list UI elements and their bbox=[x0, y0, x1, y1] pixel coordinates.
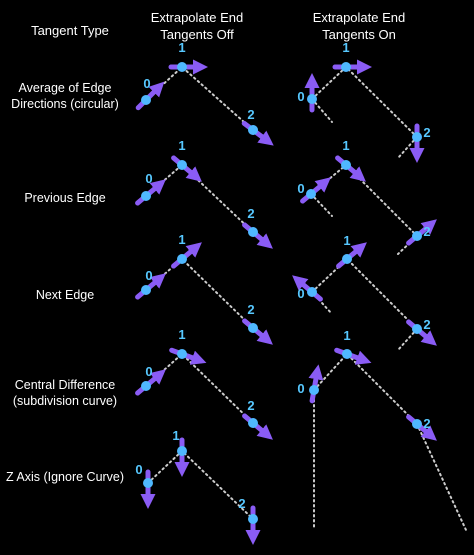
header-extrapolate-on: Extrapolate End Tangents On bbox=[312, 10, 406, 42]
curve-point-central-on-1 bbox=[342, 349, 352, 359]
curve-z-off bbox=[147, 449, 254, 520]
curve-point-z-off-1 bbox=[177, 446, 187, 456]
point-label-prev-off-2: 2 bbox=[247, 206, 254, 221]
point-label-next-on-0: 0 bbox=[297, 286, 304, 301]
curve-point-prev-on-1 bbox=[341, 160, 351, 170]
curve-point-z-off-2 bbox=[248, 514, 258, 524]
curve-point-central-off-2 bbox=[248, 418, 258, 428]
curve-point-avg-on-1 bbox=[341, 62, 351, 72]
curve-point-next-off-1 bbox=[177, 254, 187, 264]
point-label-prev-on-1: 1 bbox=[342, 138, 349, 153]
curve-point-z-off-0 bbox=[143, 478, 153, 488]
point-label-avg-off-1: 1 bbox=[178, 40, 185, 55]
curve-point-avg-off-1 bbox=[177, 62, 187, 72]
curve-point-avg-on-2 bbox=[412, 132, 422, 142]
point-label-prev-on-0: 0 bbox=[297, 181, 304, 196]
point-label-prev-off-1: 1 bbox=[178, 138, 185, 153]
curve-point-prev-off-0 bbox=[141, 191, 151, 201]
point-label-z-off-2: 2 bbox=[238, 496, 245, 511]
header-extrapolate-off: Extrapolate End Tangents Off bbox=[150, 10, 244, 42]
curve-next-on bbox=[311, 257, 418, 330]
row-label-previous-edge: Previous Edge bbox=[24, 191, 106, 205]
curve-point-avg-off-0 bbox=[141, 95, 151, 105]
point-label-z-off-0: 0 bbox=[135, 462, 142, 477]
point-label-prev-off-0: 0 bbox=[145, 171, 152, 186]
curve-central-off bbox=[145, 352, 254, 424]
row-label-z-axis: Z Axis (Ignore Curve) bbox=[5, 470, 125, 484]
point-label-central-on-2: 2 bbox=[423, 416, 430, 431]
curve-point-central-off-0 bbox=[141, 381, 151, 391]
curve-point-prev-off-2 bbox=[248, 227, 258, 237]
curve-point-avg-on-0 bbox=[307, 94, 317, 104]
extension-central-on-1 bbox=[416, 423, 467, 531]
row-label-next-edge: Next Edge bbox=[35, 288, 95, 302]
point-label-central-off-1: 1 bbox=[178, 327, 185, 342]
point-label-central-off-0: 0 bbox=[145, 364, 152, 379]
point-label-central-on-1: 1 bbox=[343, 328, 350, 343]
curve-point-next-on-2 bbox=[412, 324, 422, 334]
curve-point-central-on-2 bbox=[412, 419, 422, 429]
point-label-next-on-1: 1 bbox=[343, 233, 350, 248]
point-label-avg-off-0: 0 bbox=[143, 76, 150, 91]
point-label-avg-on-0: 0 bbox=[297, 89, 304, 104]
point-label-central-on-0: 0 bbox=[297, 381, 304, 396]
point-label-avg-on-2: 2 bbox=[423, 125, 430, 140]
point-label-avg-on-1: 1 bbox=[342, 40, 349, 55]
curve-point-avg-off-2 bbox=[248, 125, 258, 135]
curve-point-prev-on-2 bbox=[412, 231, 422, 241]
curve-point-next-on-1 bbox=[342, 254, 352, 264]
curve-point-prev-on-0 bbox=[306, 189, 316, 199]
point-label-next-off-0: 0 bbox=[145, 268, 152, 283]
curve-point-next-on-0 bbox=[307, 287, 317, 297]
curve-avg-on bbox=[311, 65, 418, 138]
curve-point-prev-off-1 bbox=[177, 160, 187, 170]
header-tangent-type: Tangent Type bbox=[31, 23, 109, 38]
point-label-next-off-1: 1 bbox=[178, 232, 185, 247]
curve-point-central-on-0 bbox=[309, 385, 319, 395]
curve-central-on bbox=[313, 352, 418, 425]
point-label-next-on-2: 2 bbox=[423, 317, 430, 332]
curve-point-next-off-2 bbox=[248, 323, 258, 333]
extension-prev-on-0 bbox=[310, 193, 333, 217]
curve-next-off bbox=[145, 257, 254, 329]
point-label-z-off-1: 1 bbox=[172, 428, 179, 443]
curve-point-central-off-1 bbox=[177, 349, 187, 359]
point-label-central-off-2: 2 bbox=[247, 398, 254, 413]
curve-prev-off bbox=[145, 163, 254, 233]
extension-avg-on-0 bbox=[311, 98, 333, 123]
curve-avg-off bbox=[145, 65, 254, 131]
row-label-central-difference: Central Difference (subdivision curve) bbox=[12, 378, 118, 408]
point-label-next-off-2: 2 bbox=[247, 302, 254, 317]
curve-prev-on bbox=[310, 163, 418, 237]
curve-point-next-off-0 bbox=[141, 285, 151, 295]
point-label-prev-on-2: 2 bbox=[423, 224, 430, 239]
point-label-avg-off-2: 2 bbox=[247, 107, 254, 122]
row-label-average: Average of Edge Directions (circular) bbox=[11, 81, 119, 111]
